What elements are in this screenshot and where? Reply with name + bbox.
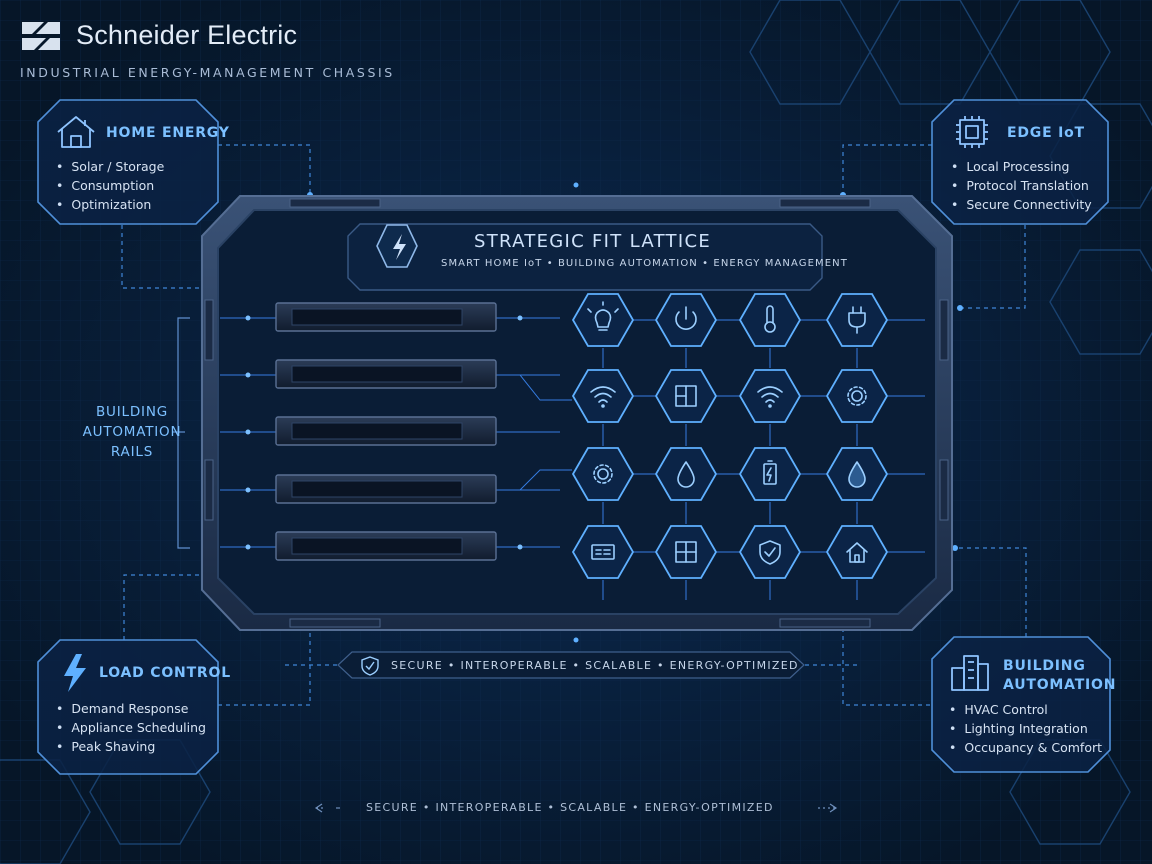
hex-icons bbox=[587, 301, 868, 565]
rail-slot-3 bbox=[275, 416, 497, 446]
values-pill-text: SECURE • INTEROPERABLE • SCALABLE • ENER… bbox=[391, 659, 799, 672]
gear-icon bbox=[847, 386, 867, 406]
rails-label-line2: AUTOMATION bbox=[82, 424, 182, 440]
wifi-icon bbox=[590, 386, 616, 408]
values-pill bbox=[337, 651, 805, 679]
brand-name: Schneider Electric bbox=[76, 19, 298, 50]
panel-icons bbox=[57, 116, 989, 691]
chip-icon bbox=[956, 116, 988, 148]
house-icon bbox=[57, 116, 95, 148]
power-icon bbox=[675, 306, 697, 330]
footer-arrows bbox=[314, 803, 838, 813]
panel-icon bbox=[675, 385, 697, 407]
hex-r4c3 bbox=[738, 525, 802, 579]
rail-slots bbox=[275, 302, 497, 561]
brand-logo-icon bbox=[22, 22, 60, 50]
building-automation-title: BUILDING AUTOMATION bbox=[1003, 657, 1116, 695]
rail-slot-2 bbox=[275, 359, 497, 389]
load-control-title: LOAD CONTROL bbox=[99, 665, 231, 681]
footer-text: SECURE • INTEROPERABLE • SCALABLE • ENER… bbox=[366, 801, 774, 814]
tagline: INDUSTRIAL ENERGY-MANAGEMENT CHASSIS bbox=[20, 65, 395, 80]
lightbulb-icon bbox=[587, 301, 619, 331]
list-item: Secure Connectivity bbox=[951, 195, 1091, 214]
hex-r3c2 bbox=[654, 447, 718, 501]
rails-bracket bbox=[172, 317, 190, 549]
hex-r1c3 bbox=[738, 293, 802, 347]
title-plate bbox=[347, 223, 823, 291]
hex-r2c4 bbox=[825, 369, 889, 423]
edge-iot-list: Local Processing Protocol Translation Se… bbox=[951, 157, 1092, 214]
lattice-title: STRATEGIC FIT LATTICE bbox=[474, 231, 711, 252]
hex-r2c3 bbox=[738, 369, 802, 423]
lattice-subtitle: SMART HOME IoT • BUILDING AUTOMATION • E… bbox=[441, 258, 848, 269]
list-item: Demand Response bbox=[56, 699, 206, 718]
list-item: Protocol Translation bbox=[951, 176, 1092, 195]
rail-slot-5 bbox=[275, 531, 497, 561]
water-drop-icon bbox=[677, 461, 695, 488]
list-item: Lighting Integration bbox=[949, 719, 1102, 738]
list-item: Appliance Scheduling bbox=[56, 718, 206, 737]
plug-icon bbox=[848, 306, 866, 334]
water-drop-icon-2 bbox=[848, 461, 866, 488]
load-lightning-icon bbox=[64, 654, 86, 692]
list-item: Occupancy & Comfort bbox=[949, 738, 1102, 757]
list-item: Peak Shaving bbox=[56, 737, 206, 756]
control-panel-icon bbox=[591, 544, 615, 560]
list-item: Local Processing bbox=[951, 157, 1092, 176]
list-item: HVAC Control bbox=[949, 700, 1102, 719]
building-automation-title-line1: BUILDING bbox=[1003, 658, 1086, 674]
home-icon bbox=[846, 542, 868, 563]
gear-icon-2 bbox=[593, 464, 613, 484]
buildings-icon bbox=[951, 655, 989, 691]
building-automation-list: HVAC Control Lighting Integration Occupa… bbox=[949, 700, 1102, 757]
hex-r1c1 bbox=[571, 293, 635, 347]
list-item: Consumption bbox=[56, 176, 164, 195]
home-energy-list: Solar / Storage Consumption Optimization bbox=[56, 157, 164, 214]
connector-lines bbox=[121, 144, 1027, 706]
hex-r2c1 bbox=[571, 369, 635, 423]
window-icon bbox=[675, 541, 697, 563]
rail-slot-4 bbox=[275, 474, 497, 504]
list-item: Solar / Storage bbox=[56, 157, 164, 176]
hex-r4c4 bbox=[825, 525, 889, 579]
load-control-list: Demand Response Appliance Scheduling Pea… bbox=[56, 699, 206, 756]
edge-iot-title: EDGE IoT bbox=[1007, 125, 1085, 141]
wifi-icon-2 bbox=[757, 386, 783, 408]
hex-r4c1 bbox=[571, 525, 635, 579]
rails-label-line1: BUILDING bbox=[96, 404, 168, 420]
brand: Schneider Electric bbox=[20, 18, 297, 52]
home-energy-title: HOME ENERGY bbox=[106, 125, 230, 141]
list-item: Optimization bbox=[56, 195, 164, 214]
building-automation-title-line2: AUTOMATION bbox=[1003, 677, 1117, 693]
battery-icon bbox=[763, 460, 777, 485]
hex-r3c1 bbox=[571, 447, 635, 501]
hex-r3c4 bbox=[825, 447, 889, 501]
shield-icon-small bbox=[361, 656, 379, 676]
rail-slot-1 bbox=[275, 302, 497, 332]
hex-r1c4 bbox=[825, 293, 889, 347]
trace-nodes bbox=[245, 315, 523, 550]
rails-label: BUILDING AUTOMATION RAILS bbox=[62, 402, 202, 462]
hex-r3c3 bbox=[738, 447, 802, 501]
rails-label-line3: RAILS bbox=[110, 444, 154, 460]
lightning-icon bbox=[393, 234, 406, 260]
shield-icon bbox=[759, 540, 781, 565]
brand-logo-spacer bbox=[20, 18, 64, 52]
hex-r1c2 bbox=[654, 293, 718, 347]
thermometer-icon bbox=[764, 305, 776, 333]
